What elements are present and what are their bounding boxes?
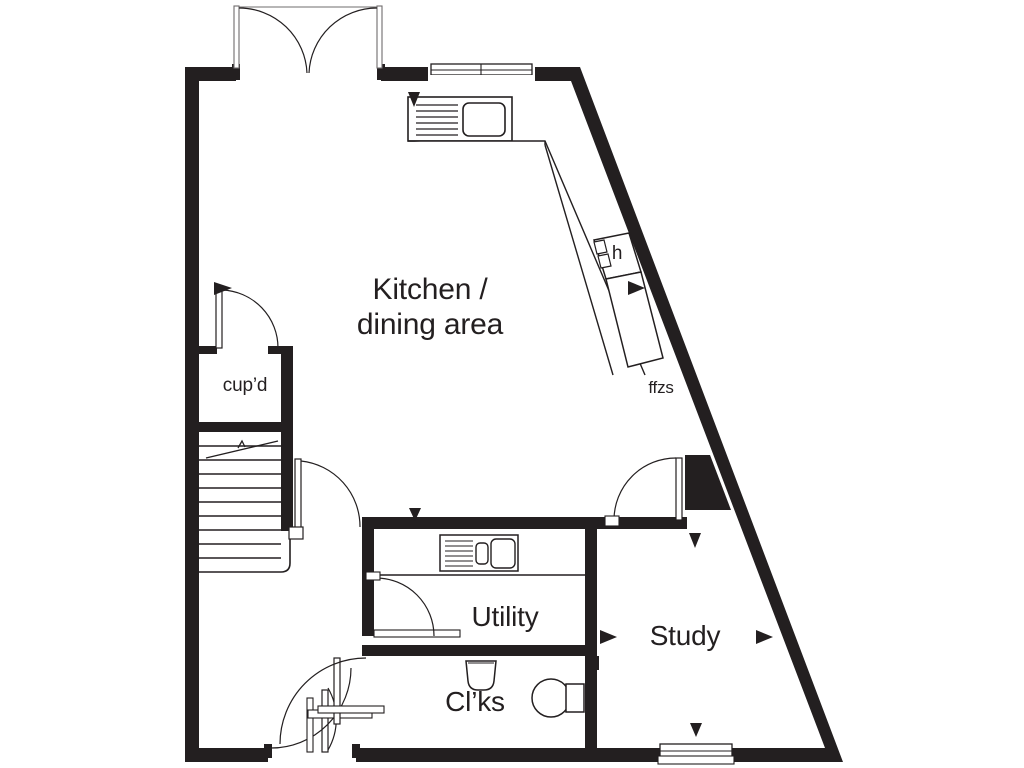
room-label-cupboard: cup’d [222, 375, 268, 396]
dim-arrow-study-bottom [690, 723, 702, 737]
cupboard-door [199, 287, 293, 354]
room-label-study: Study [649, 620, 721, 651]
kitchen-worktop-outline [544, 141, 614, 376]
utility-study-divider-wall [585, 517, 597, 748]
appliance-label-fridge-freezer: ffzs [648, 378, 674, 397]
study-door [604, 457, 683, 527]
utility-door [365, 571, 461, 638]
dimension-markers [214, 92, 773, 737]
kitchen-sink-unit [407, 96, 513, 142]
study-wall-notch [685, 455, 731, 510]
room-label-cloaks: Cl’ks [445, 686, 505, 717]
dim-arrow-kitchen-top [408, 92, 420, 107]
cloaks-door [279, 657, 385, 745]
kitchen-sink-bowl [462, 102, 506, 137]
dim-arrow-utility-right [600, 630, 617, 644]
cloaks-toilet [531, 678, 585, 718]
dim-arrow-study-right [756, 630, 773, 644]
dim-arrow-utility-top [409, 508, 421, 521]
cloaks-left-wall [362, 645, 374, 656]
kitchen-window-top [428, 63, 535, 83]
room-label-kitchen: Kitchen / dining area [356, 273, 504, 342]
appliance-label-hob: h [611, 243, 623, 264]
study-window-bottom [657, 740, 735, 765]
cloaks-step-wall [585, 656, 599, 670]
front-entrance-door [264, 667, 373, 766]
exterior-wall-band [185, 67, 843, 762]
utility-top-wall [362, 517, 617, 529]
stair-right-wall [281, 432, 293, 531]
cupboard-right-wall [281, 350, 293, 428]
dim-arrow-kitchen-left [214, 282, 232, 295]
cloaks-fixtures [465, 660, 585, 718]
understairs-door [288, 458, 361, 540]
cloaks-washbasin [465, 660, 497, 691]
fridge-freezer-unit [605, 271, 664, 368]
utility-sink-unit [439, 534, 519, 572]
utility-cloaks-divider-wall [374, 645, 585, 656]
cupboard-bottom-wall [199, 422, 293, 432]
dim-arrow-kitchen-right [628, 281, 645, 295]
dim-arrow-study-top [689, 533, 701, 548]
room-label-utility: Utility [471, 601, 539, 632]
french-doors-top [232, 5, 385, 84]
staircase [199, 432, 291, 573]
utility-worktop [374, 529, 585, 576]
exterior-walls [185, 67, 843, 762]
